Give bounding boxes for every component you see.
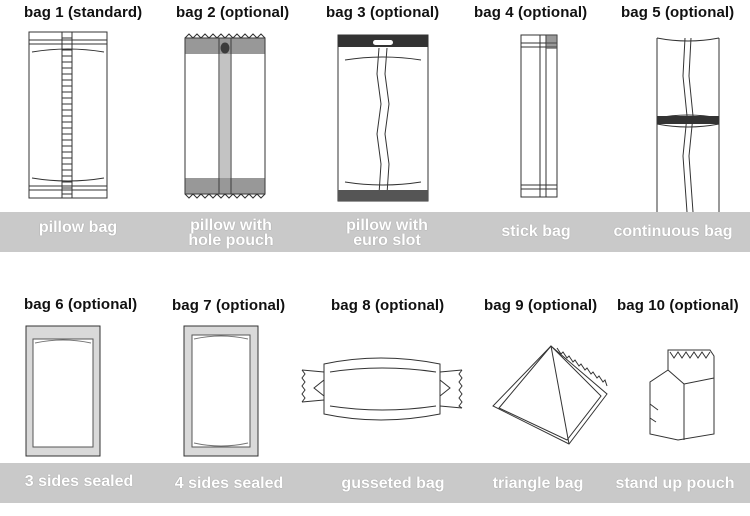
continuous-bag-illustration — [655, 36, 721, 212]
bag-1-label: pillow bag — [38, 219, 118, 236]
pillow-bag-illustration — [28, 30, 108, 200]
bag-8-title: bag 8 (optional) — [331, 297, 445, 314]
bag-3-label: pillow with euro slot — [346, 217, 428, 249]
bag-5-label: continuous bag — [613, 223, 733, 240]
bag-5-title: bag 5 (optional) — [621, 4, 735, 21]
bag-8-label: gusseted bag — [341, 475, 445, 492]
bag-4-title: bag 4 (optional) — [474, 4, 588, 21]
stick-bag-illustration — [520, 33, 558, 199]
triangle-bag-illustration — [491, 344, 609, 448]
hole-pouch-illustration — [183, 34, 267, 200]
bag-10-title: bag 10 (optional) — [617, 297, 739, 314]
bag-6-label: 3 sides sealed — [24, 473, 134, 490]
bag-2-title: bag 2 (optional) — [176, 4, 290, 21]
four-side-seal-illustration — [183, 325, 259, 457]
bag-2-label: pillow with hole pouch — [188, 217, 274, 249]
bag-9-label: triangle bag — [492, 475, 584, 492]
euro-slot-illustration — [337, 34, 429, 202]
row-2-label-band — [0, 463, 750, 503]
bag-9-title: bag 9 (optional) — [484, 297, 598, 314]
three-side-seal-illustration — [25, 325, 101, 457]
bag-10-label: stand up pouch — [615, 475, 735, 492]
bag-4-label: stick bag — [501, 223, 571, 240]
bag-7-label: 4 sides sealed — [174, 475, 284, 492]
stand-up-pouch-illustration — [648, 348, 716, 442]
bag-1-title: bag 1 (standard) — [24, 4, 143, 21]
bag-3-title: bag 3 (optional) — [326, 4, 440, 21]
row-1-label-band — [0, 212, 750, 252]
gusseted-bag-illustration — [300, 350, 464, 428]
bag-6-title: bag 6 (optional) — [24, 296, 138, 313]
bag-7-title: bag 7 (optional) — [172, 297, 286, 314]
